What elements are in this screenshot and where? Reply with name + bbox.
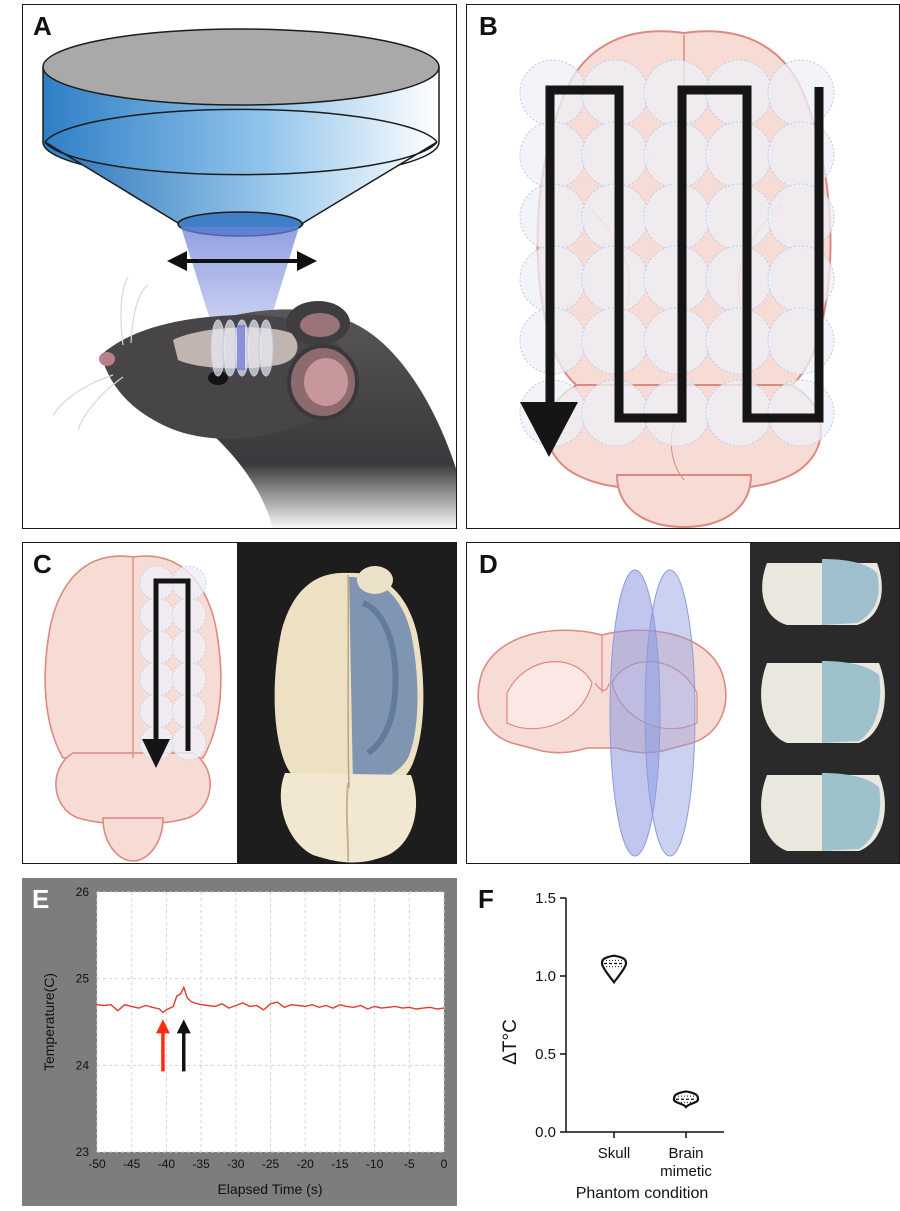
y-tick-label: 24 <box>76 1058 90 1072</box>
transducer-mouse-illustration <box>42 28 456 528</box>
panel-label-c: C <box>33 549 52 579</box>
y-tick-label: 26 <box>76 885 90 899</box>
x-category-label: mimetic <box>660 1163 712 1180</box>
x-tick-label: -50 <box>88 1157 106 1171</box>
x-axis-label: Elapsed Time (s) <box>217 1181 322 1197</box>
y-tick-label: 0.0 <box>535 1124 556 1141</box>
panel-label-f: F <box>478 884 494 914</box>
x-tick-label: -40 <box>158 1157 176 1171</box>
x-tick-label: -5 <box>404 1157 415 1171</box>
y-tick-label: 0.5 <box>535 1046 556 1063</box>
hemisphere-scan-illustration <box>44 543 456 863</box>
violin-brain-mimetic <box>672 1090 700 1138</box>
chart-gridlines <box>96 891 445 1153</box>
panel-d-coronal-sections: D <box>466 542 900 864</box>
violin-skull <box>600 954 628 1138</box>
x-tick-label: -15 <box>331 1157 349 1171</box>
x-tick-label: -30 <box>227 1157 245 1171</box>
x-tick-label: 0 <box>441 1157 448 1171</box>
y-tick-label: 1.5 <box>535 890 556 907</box>
y-axis-label: ΔT°C <box>500 1019 521 1065</box>
red-arrow <box>155 1019 170 1072</box>
y-tick-label: 1.0 <box>535 968 556 985</box>
panel-label-b: B <box>479 11 498 41</box>
y-axis-ticks: 0.0 0.5 1.0 1.5 <box>535 890 566 1141</box>
panel-label-a: A <box>33 11 52 41</box>
chart-axes <box>565 898 724 1133</box>
y-axis-ticks: 23 24 25 26 <box>76 885 90 1159</box>
chart-violins <box>600 954 700 1138</box>
temperature-series-line <box>96 985 445 1014</box>
panel-label-d: D <box>479 549 498 579</box>
panel-c-hemisphere-scan: C <box>22 542 457 864</box>
y-tick-label: 25 <box>76 972 90 986</box>
panel-label-e: E <box>32 884 50 914</box>
x-tick-label: -20 <box>297 1157 315 1171</box>
x-category-label: Brain <box>668 1145 703 1162</box>
x-tick-label: -10 <box>366 1157 384 1171</box>
black-arrow <box>176 1019 191 1072</box>
coronal-sections-illustration <box>477 543 899 863</box>
x-axis-label: Phantom condition <box>576 1185 709 1202</box>
chart-annotations <box>155 1019 191 1072</box>
chart-series <box>96 985 445 1014</box>
panel-a-ultrasound-transducer: A <box>22 4 457 529</box>
x-category-label: Skull <box>598 1145 631 1162</box>
brain-raster-illustration <box>519 30 835 528</box>
x-tick-label: -45 <box>123 1157 141 1171</box>
x-tick-label: -35 <box>192 1157 210 1171</box>
y-tick-label: 23 <box>76 1145 90 1159</box>
x-tick-label: -25 <box>262 1157 280 1171</box>
y-axis-label: Temperature(C) <box>41 973 57 1071</box>
panel-b-raster-scan: B <box>466 4 900 529</box>
